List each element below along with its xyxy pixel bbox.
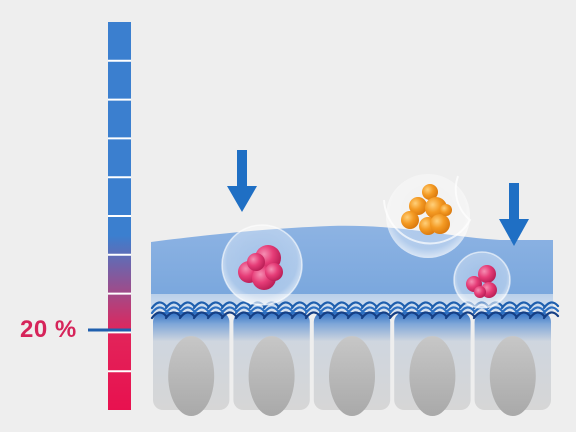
cell-nucleus — [409, 336, 456, 416]
epithelial-cell — [474, 312, 551, 416]
epithelial-cell — [153, 312, 230, 416]
epithelial-cell — [233, 312, 310, 416]
epithelial-cell-row — [153, 312, 551, 416]
cilia-row — [150, 311, 560, 320]
down-arrow-icon — [227, 150, 257, 212]
down-arrow-icon — [499, 183, 529, 246]
cilia-row — [150, 306, 560, 315]
scale-marker-label: 20 % — [20, 316, 77, 343]
pink-particle-right — [453, 251, 511, 309]
cell-nucleus — [489, 336, 536, 416]
cell-nucleus — [168, 336, 215, 416]
pink-particle-left — [221, 224, 303, 306]
percentage-scale — [108, 22, 131, 410]
particle-bubble — [386, 174, 470, 258]
epithelial-cell — [313, 312, 391, 416]
cell-nucleus — [248, 336, 295, 416]
orange-particle-top — [383, 174, 472, 258]
scale-dividers — [108, 59, 131, 373]
cell-nucleus — [329, 336, 375, 416]
epithelial-cell — [394, 312, 471, 416]
cilia-fibers — [150, 301, 560, 320]
